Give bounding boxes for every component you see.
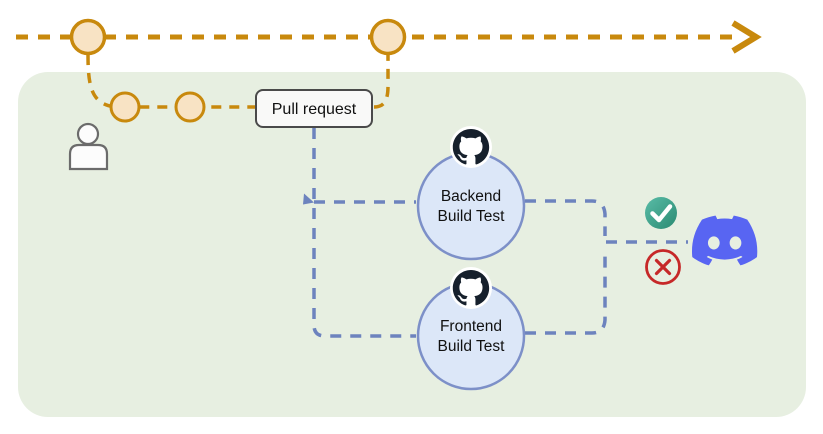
node-label-line1: Backend	[441, 188, 501, 205]
pipeline-container	[18, 72, 806, 417]
feature-branch-commits	[109, 91, 206, 123]
branch-out-line	[86, 54, 256, 109]
github-icon	[450, 267, 492, 309]
pr-to-frontend-connector	[312, 128, 416, 338]
commit-node	[69, 18, 107, 56]
pipeline-connectors	[312, 128, 688, 338]
x-icon	[645, 249, 681, 285]
discord-icon	[692, 215, 758, 266]
arrow-right-icon	[731, 20, 762, 54]
feature-branch	[86, 54, 390, 109]
node-label-line2: Build Test	[438, 208, 506, 225]
github-icon	[450, 126, 492, 168]
person-icon	[68, 122, 109, 171]
commit-node	[109, 91, 141, 123]
node-label-line1: Frontend	[440, 318, 502, 335]
main-branch-commits	[69, 18, 407, 56]
node-circle	[416, 151, 526, 261]
branch-merge-line	[373, 55, 390, 109]
node-label-line2: Build Test	[438, 338, 506, 355]
check-icon	[645, 197, 677, 229]
pull-request-label: Pull request	[272, 101, 357, 118]
connector-arrowhead	[303, 193, 314, 205]
commit-node	[174, 91, 206, 123]
commit-node	[369, 18, 407, 56]
pull-request-box: Pull request	[255, 89, 373, 128]
backend-out-connector	[525, 199, 607, 236]
frontend-test-node: Frontend Build Test	[416, 267, 526, 391]
pull-request-box-shape	[255, 89, 373, 128]
backend-test-node: Backend Build Test	[416, 126, 526, 261]
frontend-out-connector	[525, 249, 607, 335]
